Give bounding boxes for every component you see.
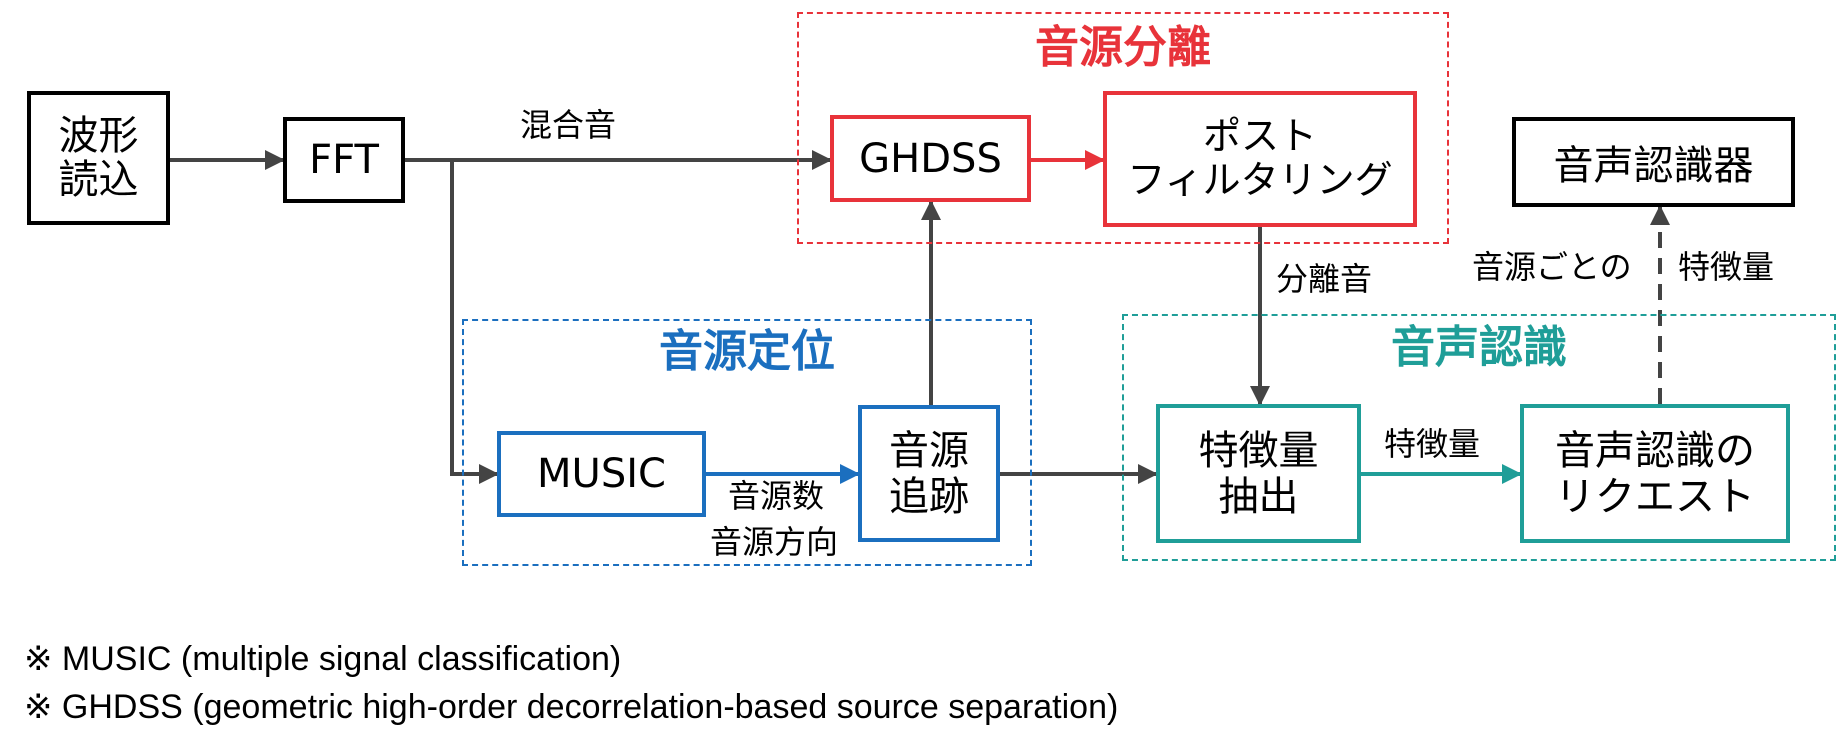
source-count-label: 音源数 xyxy=(728,477,825,515)
post-filtering-node: ポスト フィルタリング xyxy=(1103,91,1417,227)
recognition-request-node: 音声認識の リクエスト xyxy=(1520,404,1790,543)
features-label: 特徴量 xyxy=(1384,425,1481,463)
music-node: MUSIC xyxy=(497,431,706,517)
localization-group xyxy=(462,319,1032,566)
ghdss-node: GHDSS xyxy=(830,115,1031,202)
mixed-sound-label: 混合音 xyxy=(520,106,617,144)
source-tracking-node: 音源 追跡 xyxy=(858,405,1000,542)
per-source-features-label-left: 音源ごとの xyxy=(1472,248,1632,286)
source-direction-label: 音源方向 xyxy=(710,523,839,561)
wave-read-node: 波形 読込 xyxy=(27,91,170,225)
speech-recognizer-node: 音声認識器 xyxy=(1512,117,1795,207)
recognition-group-title: 音声認識 xyxy=(1391,322,1567,373)
separation-group xyxy=(797,12,1449,244)
footnote-music: ※ MUSIC (multiple signal classification) xyxy=(24,640,622,678)
separated-sound-label: 分離音 xyxy=(1276,260,1373,298)
fft-node: FFT xyxy=(283,117,405,203)
per-source-features-label-right: 特徴量 xyxy=(1678,248,1775,286)
footnote-ghdss: ※ GHDSS (geometric high-order decorrelat… xyxy=(24,688,1119,726)
recognition-group xyxy=(1122,314,1836,561)
feature-extraction-node: 特徴量 抽出 xyxy=(1156,404,1361,543)
localization-group-title: 音源定位 xyxy=(659,326,835,377)
separation-group-title: 音源分離 xyxy=(1035,22,1211,73)
edge-fft-to-music xyxy=(450,160,499,484)
